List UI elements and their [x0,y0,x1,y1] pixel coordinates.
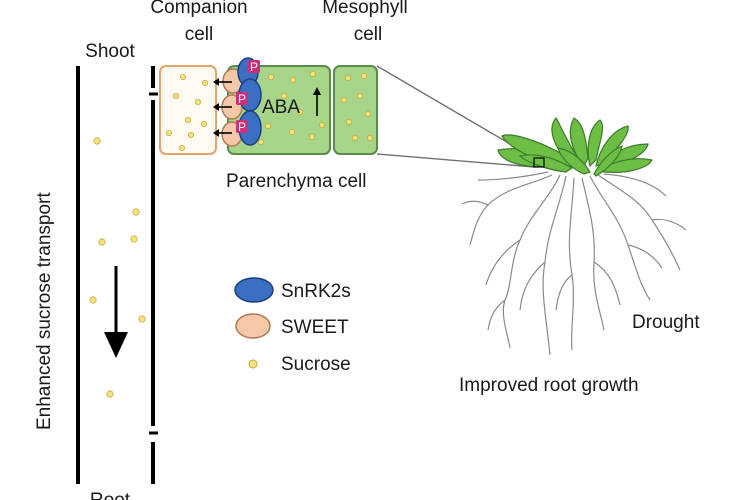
parenchyma-cell-label: Parenchyma cell [226,171,366,192]
root-strand [477,171,549,181]
root-strand [542,175,567,356]
aba-label: ABA [262,97,300,118]
sucrose-dot [194,99,201,106]
sucrose-swatch [248,359,258,369]
leaf [557,147,591,175]
sucrose-dot [138,315,146,323]
sucrose-dot [187,131,194,138]
legend-item-sucrose: Sucrose [248,354,351,375]
legend-item-sweet: SWEET [235,313,349,339]
snrk2-swatch [234,277,274,303]
mesophyll-cell [333,65,378,155]
sweet-swatch [235,313,271,339]
root-strand [485,239,521,286]
enhanced-transport-label: Enhanced sucrose transport [34,192,55,430]
legend-label-sweet: SWEET [281,317,349,338]
root-strand [581,177,605,331]
sucrose-dot [172,93,179,100]
sucrose-dot [178,144,185,151]
sucrose-dot [165,129,172,136]
sucrose-dot [289,77,296,84]
aba-increase-arrow [313,87,321,116]
svg-text:P: P [238,120,246,134]
sucrose-dot [318,122,325,129]
improved-root-label: Improved root growth [459,375,639,396]
root-strand [651,218,687,231]
root-strand [603,173,667,197]
leaf-zoom-box [533,157,545,168]
legend-item-snrk2: SnRK2s [234,277,351,303]
sucrose-dot [201,80,208,87]
sucrose-dot [366,134,373,141]
downward-arrow [104,266,128,358]
legend: SnRK2s SWEET Sucrose [234,277,351,375]
sucrose-dot [360,73,367,80]
sucrose-dot [200,121,207,128]
sucrose-dot [89,296,97,304]
root-strand [519,261,546,311]
sucrose-dot [288,128,295,135]
phloem-tube [76,66,158,484]
phloem-sucrose-dots [89,137,146,398]
sucrose-dot [132,208,140,216]
sucrose-dot [98,238,106,246]
sucrose-dot [130,235,138,243]
phosphate-badge: P [236,92,248,106]
root-strand [568,177,575,351]
sucrose-dot [93,137,101,145]
phosphate-badges: P P P [236,60,260,134]
root-strand [487,299,506,331]
sucrose-dot [364,111,371,118]
phosphate-badge: P [248,60,260,74]
shoot-label: Shoot [85,41,135,62]
drought-label: Drought [632,312,700,333]
sucrose-dot [308,133,315,140]
root-strand [502,174,561,349]
sucrose-dot [106,390,114,398]
companion-cell-label-2: cell [185,24,214,45]
sucrose-dot [309,71,316,78]
root-strand [589,175,651,301]
root-strand [469,174,553,246]
root-strand [593,261,621,306]
efflux-arrows [213,78,232,137]
companion-cell [159,65,217,155]
sucrose-dot [345,119,352,126]
sucrose-dot [344,75,351,82]
companion-cell-label-1: Companion [150,0,247,18]
sucrose-dot [264,123,271,130]
sucrose-dot [257,138,264,145]
leaf [518,154,574,173]
sucrose-dot [280,93,287,100]
svg-text:P: P [238,92,246,106]
leaf [593,145,623,177]
root-strand [597,174,681,271]
root-system [461,171,687,356]
root-label: Root [90,490,131,500]
sucrose-dot [296,109,303,116]
phosphate-badge: P [236,120,248,134]
leaf [587,119,604,168]
sucrose-dot [340,97,347,104]
mesophyll-cell-label-1: Mesophyll [322,0,408,18]
svg-text:P: P [250,60,258,74]
rosette-leaves [497,116,653,177]
sucrose-dot [351,134,358,141]
sucrose-dot [184,117,191,124]
root-strand [555,274,573,311]
legend-label-sucrose: Sucrose [281,354,351,375]
mesophyll-cell-label-2: cell [354,24,383,45]
sucrose-dot [356,93,363,100]
root-strand [461,200,489,206]
sucrose-dot [179,74,186,81]
root-strand [627,244,663,269]
legend-label-snrk2: SnRK2s [281,281,351,302]
sucrose-dot [267,74,274,81]
